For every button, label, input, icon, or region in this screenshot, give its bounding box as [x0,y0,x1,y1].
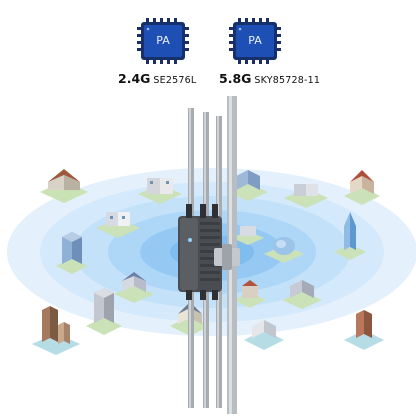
chip-name-2g: PA [156,34,170,47]
chip-band-5g: 5.8G [219,71,252,86]
chip-part-2g: SE2576L [153,75,197,86]
chip-name-5g: PA [248,34,262,47]
pa-chip-2g-icon: PA [137,18,189,64]
pa-chip-5g-icon: PA [229,18,281,64]
chip-part-5g: SKY85728-11 [254,75,321,86]
access-point-device-icon [178,204,240,300]
chip-band-2g: 2.4G [118,71,151,86]
